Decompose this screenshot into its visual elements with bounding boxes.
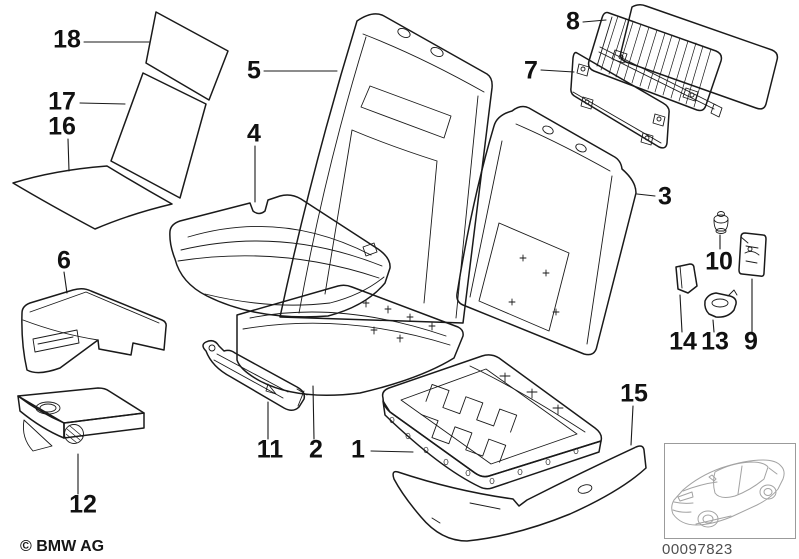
callout-6[interactable]: 6: [57, 246, 71, 275]
part-10-fastener-pin: [713, 211, 729, 234]
callout-13[interactable]: 13: [701, 327, 729, 356]
part-9-label-plate: [738, 232, 767, 277]
part-12-cupholder: [17, 387, 145, 452]
part-11-side-bracket: [202, 339, 308, 411]
part-5-backrest-cover: [279, 13, 493, 324]
callout-12[interactable]: 12: [69, 490, 97, 519]
callout-15[interactable]: 15: [620, 379, 648, 408]
diagram-plate-number: 00097823: [662, 541, 733, 558]
callout-9[interactable]: 9: [744, 327, 758, 356]
part-15-trim-panel: [392, 445, 647, 542]
part-7-mounting-panel: [570, 51, 670, 149]
part-4-seat-cushion-cover: [169, 194, 391, 318]
part-13-clamp: [704, 289, 738, 318]
part-18-backrest-panel: [145, 11, 229, 101]
part-14-clip: [675, 263, 698, 294]
part-6-armrest: [21, 287, 167, 374]
callout-4[interactable]: 4: [247, 119, 261, 148]
callout-2[interactable]: 2: [309, 435, 323, 464]
part-2-seat-foam: [236, 284, 464, 397]
callout-11[interactable]: 11: [256, 435, 284, 464]
callout-10[interactable]: 10: [705, 247, 733, 276]
callout-3[interactable]: 3: [658, 182, 672, 211]
callout-17[interactable]: 17: [48, 87, 76, 116]
callout-1[interactable]: 1: [351, 435, 365, 464]
part-1-seat-frame: [381, 354, 603, 490]
vehicle-thumbnail[interactable]: [664, 443, 796, 539]
callout-16[interactable]: 16: [48, 112, 76, 141]
callout-14[interactable]: 14: [669, 327, 697, 356]
copyright-notice: © BMW AG: [20, 538, 105, 555]
part-17-backrest-panel-lower: [110, 72, 207, 199]
callout-7[interactable]: 7: [524, 56, 538, 85]
callout-5[interactable]: 5: [247, 56, 261, 85]
callout-8[interactable]: 8: [566, 7, 580, 36]
callout-leader-lines: [63, 19, 753, 495]
callout-18[interactable]: 18: [53, 25, 81, 54]
bmw-sedan-outline-icon: [671, 459, 785, 528]
part-16-insulation-sheet: [12, 165, 173, 230]
part-3-backrest-pad: [456, 105, 637, 356]
part-8-headrest: [587, 3, 779, 118]
